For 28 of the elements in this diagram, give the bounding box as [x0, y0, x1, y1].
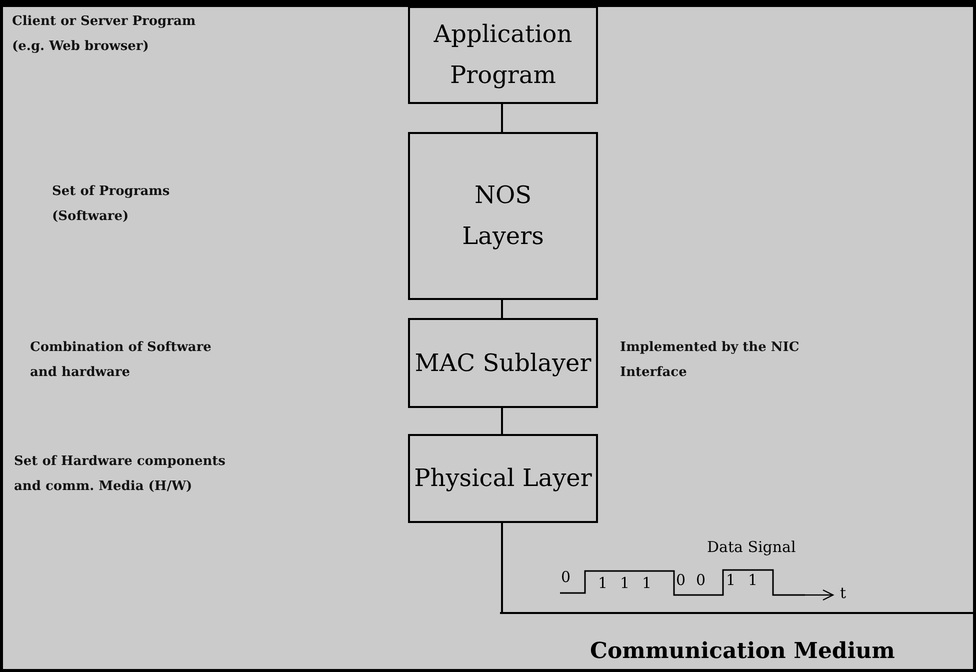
layer-label: MAC Sublayer: [414, 348, 592, 379]
layer-label: Application Program: [432, 19, 574, 91]
side-note: Combination of Software and hardware: [30, 339, 212, 382]
side-note: Set of Programs (Software): [52, 183, 171, 226]
connector-line: [501, 523, 503, 613]
side-note: Implemented by the NIC Interface: [620, 339, 800, 382]
bit-value: 0: [696, 571, 706, 589]
side-note: Set of Hardware components and comm. Media (H/W): [14, 453, 226, 496]
connector-line: [501, 300, 503, 319]
side-note: Client or Server Program (e.g. Web browser): [12, 13, 197, 56]
connector-line: [501, 104, 503, 133]
axis-label: t: [840, 584, 846, 602]
bit-value: 1: [726, 571, 736, 589]
layer-box: [408, 6, 598, 104]
connector-line: [501, 408, 503, 435]
layer-box: [408, 318, 598, 408]
bit-value: 1: [620, 574, 630, 592]
layer-label: NOS Layers: [461, 180, 545, 252]
bit-value: 1: [748, 571, 758, 589]
bit-value: 1: [598, 574, 608, 592]
medium-label: Communication Medium: [590, 638, 895, 664]
bit-value: 1: [642, 574, 652, 592]
bit-value: 0: [676, 571, 686, 589]
layer-box: [408, 132, 598, 300]
layer-label: Physical Layer: [414, 463, 592, 494]
signal-label: Data Signal: [707, 538, 796, 556]
bit-value: 0: [561, 568, 571, 586]
layer-box: [408, 434, 598, 523]
